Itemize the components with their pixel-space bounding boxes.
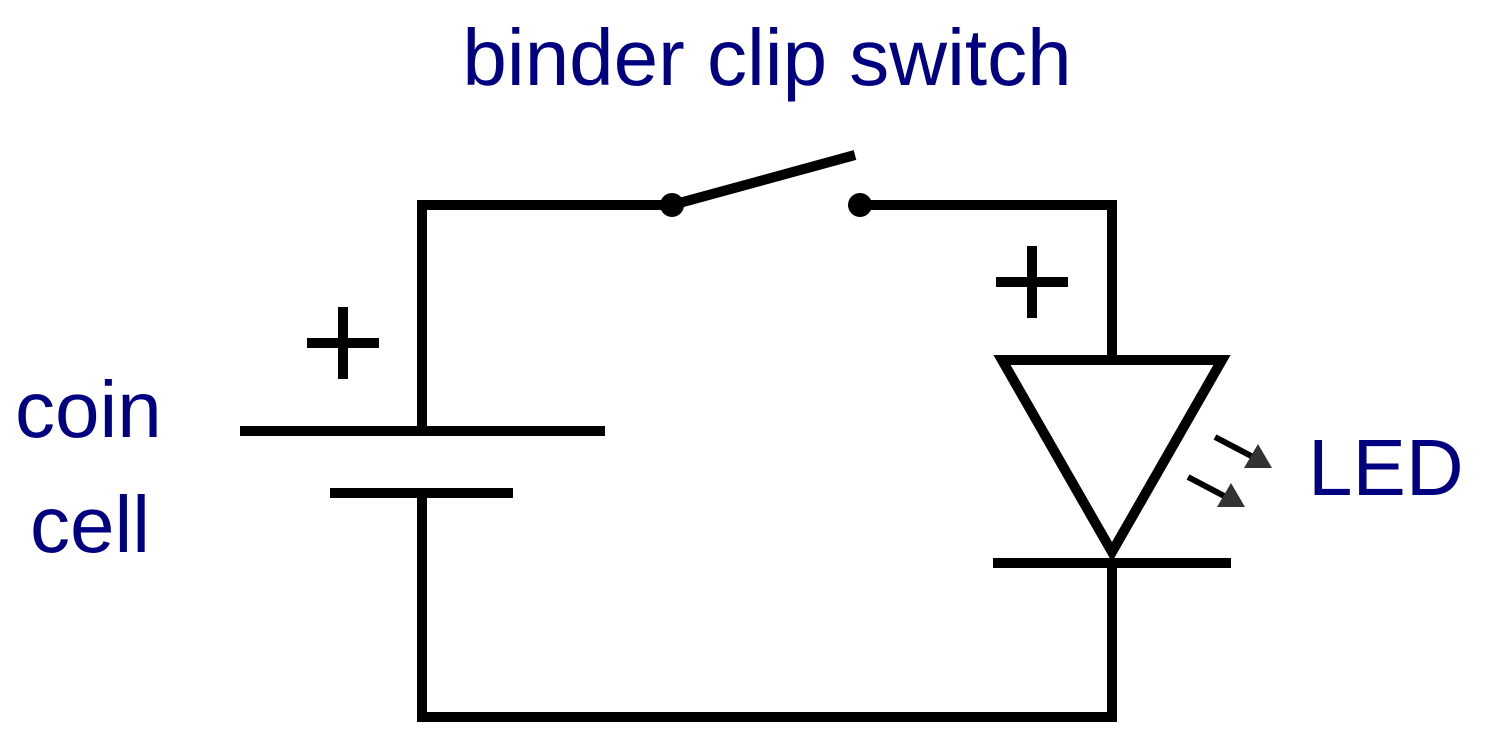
battery-label-line1: coin: [15, 365, 162, 454]
light-emission-arrows: [1186, 434, 1257, 501]
emission-arrow-1-shaft: [1213, 434, 1257, 461]
emission-arrow-2-shaft: [1186, 474, 1230, 501]
switch-contact-right: [848, 193, 872, 217]
wire-right-top: [860, 200, 1117, 358]
wire-left-top: [417, 200, 672, 431]
switch-lever: [670, 150, 857, 210]
led-triangle: [993, 355, 1231, 563]
led-label: LED: [1308, 423, 1464, 512]
emission-arrow-1-head: [1244, 444, 1272, 468]
switch-contact-left: [660, 193, 684, 217]
wire-bottom: [417, 493, 1117, 722]
battery-label-line2: cell: [30, 480, 150, 569]
switch-label: binder clip switch: [462, 13, 1071, 102]
emission-arrow-2-head: [1217, 483, 1245, 507]
